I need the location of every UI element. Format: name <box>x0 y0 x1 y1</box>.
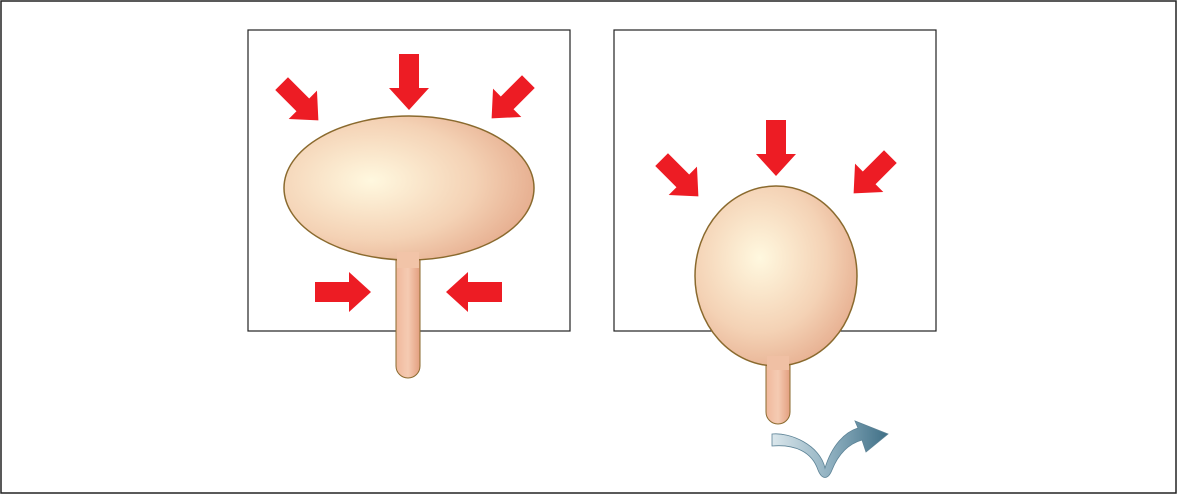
right-bladder <box>695 186 857 366</box>
left-urethra <box>396 260 420 378</box>
right-stem-join <box>767 356 789 370</box>
left-stem-join <box>397 252 419 268</box>
left-bladder <box>284 116 534 260</box>
